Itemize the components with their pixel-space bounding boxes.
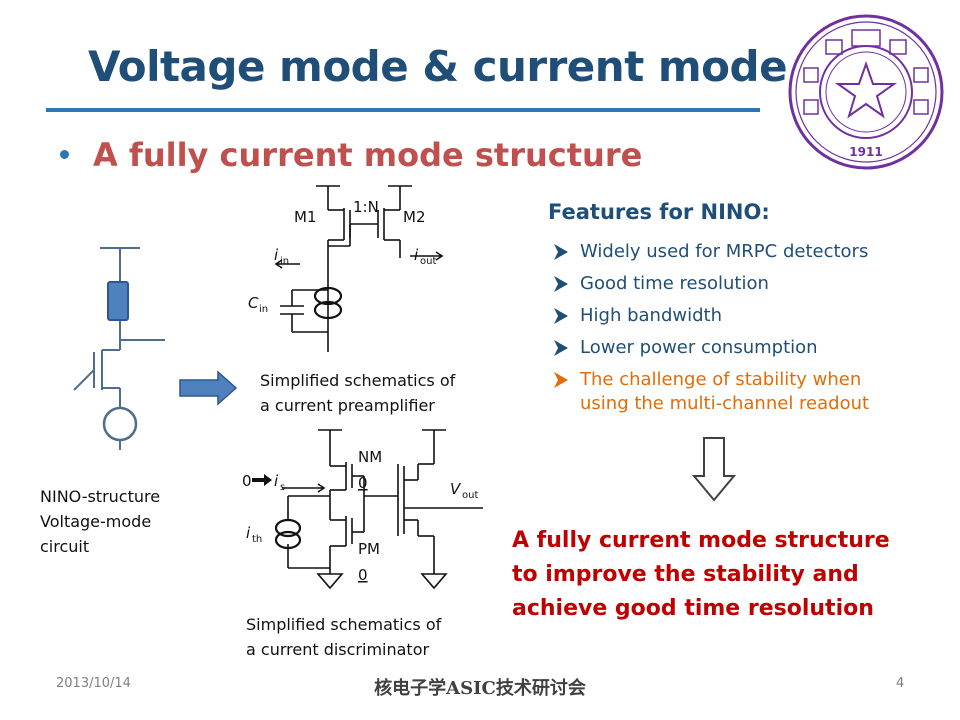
disc-is-arrow-icon bbox=[252, 474, 272, 486]
nino-caption-line-1: NINO-structure bbox=[40, 487, 161, 506]
feature-item: Lower power consumption bbox=[548, 332, 869, 364]
bullet-dot bbox=[60, 150, 69, 159]
disc-vout-label: V bbox=[450, 480, 462, 498]
slide-title: Voltage mode & current mode bbox=[88, 42, 788, 91]
arrow-bullet-icon bbox=[554, 340, 568, 356]
arrow-bullet-icon bbox=[554, 308, 568, 324]
preamp-iin-label: i bbox=[274, 246, 279, 264]
disc-ith-label: i bbox=[246, 524, 251, 542]
disc-is-prefix: 0 bbox=[242, 472, 252, 490]
preamp-iout-sub: out bbox=[420, 256, 436, 267]
footer-conference: 核电子学ASIC技术研讨会 bbox=[374, 678, 586, 699]
page-number: 4 bbox=[896, 676, 905, 691]
seal-year: 1911 bbox=[849, 145, 882, 159]
features-title: Features for NINO: bbox=[548, 200, 770, 224]
down-arrow-icon bbox=[692, 437, 736, 502]
discriminator-caption: Simplified schematics of a current discr… bbox=[246, 612, 441, 662]
disc-vout-sub: out bbox=[462, 490, 478, 501]
warning-line-2: using the multi-channel readout bbox=[580, 393, 870, 414]
university-seal-logo: 1911 bbox=[788, 14, 944, 170]
feature-item-label: High bandwidth bbox=[580, 305, 722, 326]
preamp-caption-line-1: Simplified schematics of bbox=[260, 371, 456, 390]
right-arrow-icon bbox=[179, 370, 238, 406]
nino-voltage-mode-schematic bbox=[73, 247, 165, 450]
arrow-bullet-icon bbox=[554, 372, 568, 388]
preamp-caption-line-2: a current preamplifier bbox=[260, 396, 435, 415]
preamp-m1-label: M1 bbox=[294, 208, 317, 226]
feature-item: High bandwidth bbox=[548, 300, 869, 332]
feature-item-label: Widely used for MRPC detectors bbox=[580, 241, 869, 262]
conclusion-text: A fully current mode structure to improv… bbox=[512, 524, 890, 626]
disc-pm-index: 0 bbox=[358, 566, 368, 584]
preamp-cin-sub: in bbox=[259, 304, 268, 315]
feature-item-label: Good time resolution bbox=[580, 273, 769, 294]
disc-nm-index: 0 bbox=[358, 474, 368, 492]
preamp-iin-sub: in bbox=[280, 256, 289, 267]
footer-date: 2013/10/14 bbox=[56, 676, 131, 691]
conclusion-line-3: achieve good time resolution bbox=[512, 596, 874, 621]
disc-nm-label: NM bbox=[358, 448, 382, 466]
preamp-m2-label: M2 bbox=[403, 208, 426, 226]
conclusion-line-2: to improve the stability and bbox=[512, 562, 859, 587]
nino-caption-line-2: Voltage-mode bbox=[40, 512, 152, 531]
preamp-caption: Simplified schematics of a current pream… bbox=[260, 368, 455, 418]
disc-caption-line-1: Simplified schematics of bbox=[246, 615, 442, 634]
title-underline bbox=[46, 108, 760, 112]
disc-is-label: i bbox=[274, 472, 279, 490]
feature-item: Good time resolution bbox=[548, 268, 869, 300]
disc-pm-label: PM bbox=[358, 540, 380, 558]
features-list: Widely used for MRPC detectors Good time… bbox=[548, 236, 869, 416]
slide-subtitle: A fully current mode structure bbox=[93, 136, 643, 174]
arrow-bullet-icon bbox=[554, 276, 568, 292]
feature-item-label: Lower power consumption bbox=[580, 337, 818, 358]
disc-is-sub: s bbox=[280, 482, 285, 493]
warning-line-1: The challenge of stability when bbox=[580, 369, 862, 390]
feature-item-warning: The challenge of stability when using th… bbox=[548, 364, 869, 416]
discriminator-schematic: NM 0 PM 0 0 i s i th V out bbox=[242, 429, 483, 590]
disc-caption-line-2: a current discriminator bbox=[246, 640, 430, 659]
nino-caption: NINO-structure Voltage-mode circuit bbox=[40, 484, 160, 559]
conclusion-line-1: A fully current mode structure bbox=[512, 528, 890, 553]
preamp-cin-label: C bbox=[248, 294, 259, 312]
disc-ith-sub: th bbox=[252, 534, 262, 545]
preamp-ratio-label: 1:N bbox=[353, 198, 379, 216]
arrow-bullet-icon bbox=[554, 244, 568, 260]
preamp-iout-label: i bbox=[414, 246, 419, 264]
feature-item: Widely used for MRPC detectors bbox=[548, 236, 869, 268]
nino-caption-line-3: circuit bbox=[40, 537, 90, 556]
preamplifier-schematic: 1:N M1 M2 i in i out C in bbox=[248, 185, 444, 352]
